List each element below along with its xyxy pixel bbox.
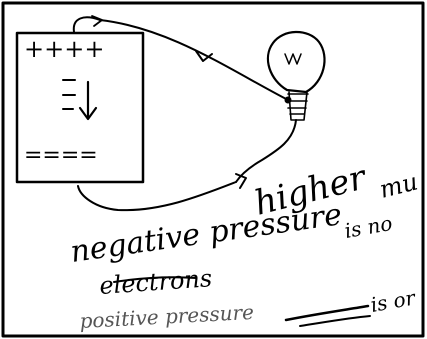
handwritten-notes: higher mu negative pressure is no electr… (68, 157, 420, 333)
current-arrow-top (195, 50, 213, 62)
note-positive-tail: is or (369, 285, 419, 317)
plate-bottom-charge: ==== (24, 143, 98, 168)
note-negative-tail: is no (343, 211, 394, 243)
wire-bottom (77, 119, 297, 212)
plate-top-charge: ++++ (24, 35, 104, 63)
field-arrow (62, 79, 98, 121)
bulb-contact-dot (284, 96, 292, 104)
plate-outline (15, 31, 145, 184)
current-arrow-bottom (235, 173, 247, 189)
note-positive-pressure: positive pressure (79, 300, 254, 333)
wire-top (72, 15, 289, 101)
light-bulb-icon (267, 30, 326, 121)
charged-plate: ++++ ==== (15, 31, 145, 184)
strike-electrons (113, 276, 197, 283)
underline-positive-2 (299, 315, 371, 327)
note-higher-tail: mu (377, 167, 421, 203)
underline-positive (284, 304, 370, 322)
